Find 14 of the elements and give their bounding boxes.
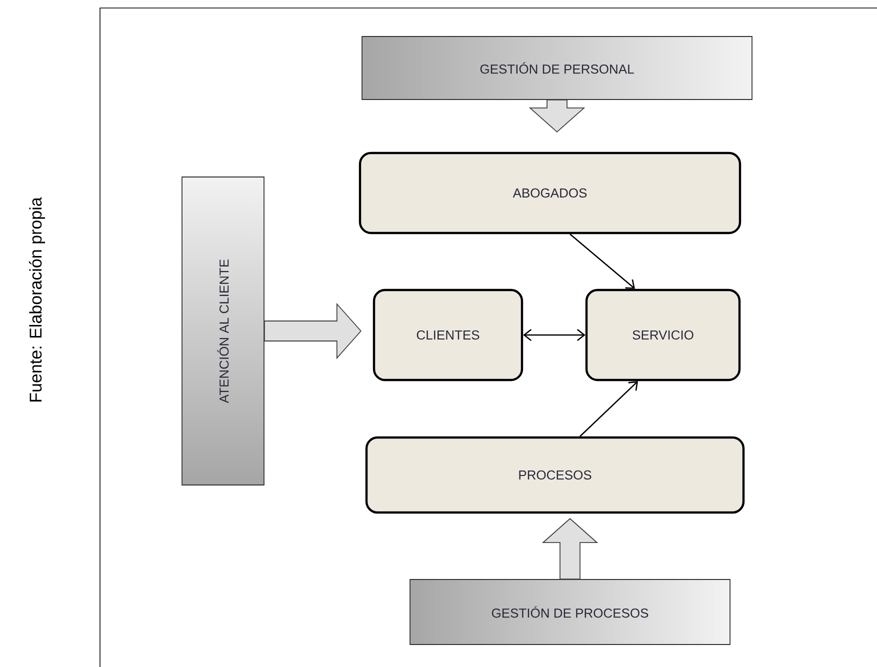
process-box: CLIENTES — [372, 288, 524, 382]
arrow — [580, 381, 638, 437]
process-box: PROCESOS — [365, 436, 745, 514]
block-arrow — [528, 100, 586, 132]
block-arrow — [264, 302, 362, 360]
banner-box: GESTIÓN DE PROCESOS — [410, 579, 730, 645]
banner-box: ATENCIÓN AL CLIENTE — [182, 176, 264, 486]
block-arrow — [542, 518, 598, 580]
process-box: ABOGADOS — [358, 152, 742, 234]
banner-box: GESTIÓN DE PERSONAL — [362, 36, 752, 100]
process-box: SERVICIO — [585, 288, 741, 382]
arrow — [523, 329, 586, 342]
source-note: Fuente: Elaboración propia — [28, 197, 46, 402]
arrow — [570, 234, 635, 289]
